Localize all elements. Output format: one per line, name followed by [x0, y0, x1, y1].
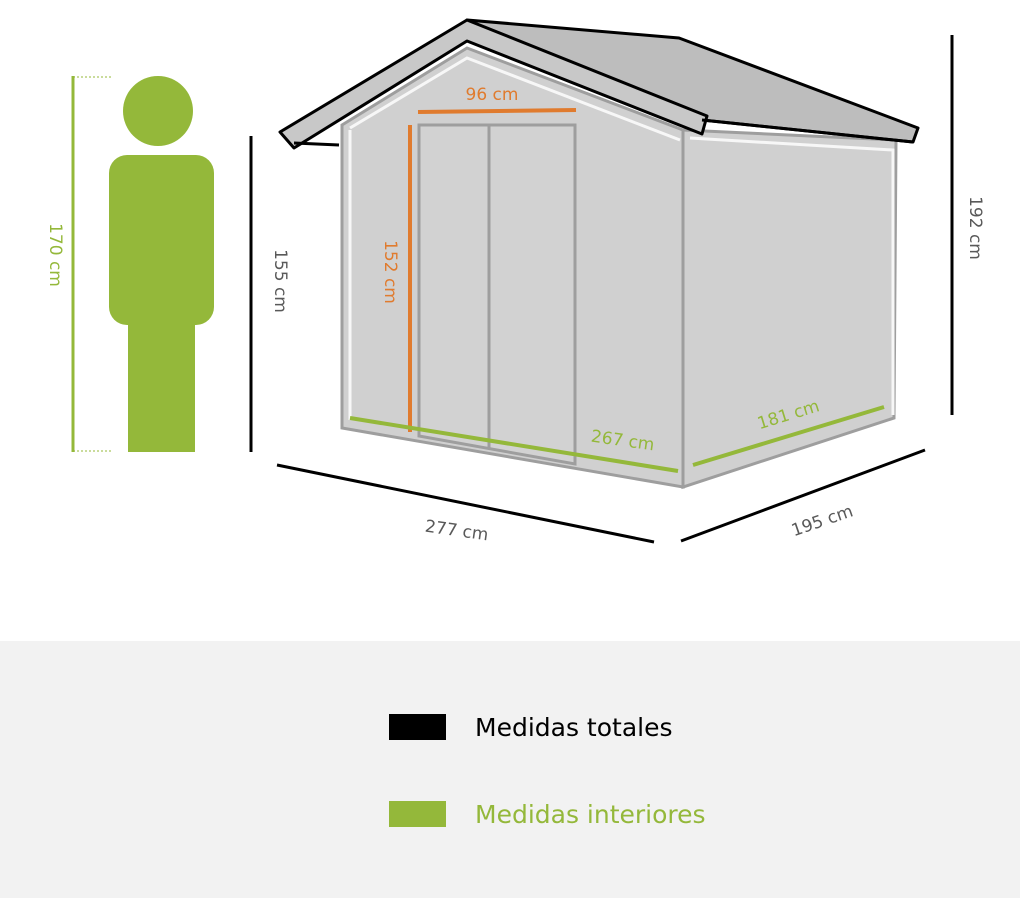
wall-height-label: 155 cm	[270, 249, 290, 313]
total-swatch	[389, 714, 446, 740]
total-depth-label: 195 cm	[789, 501, 856, 541]
total-width-line	[276, 463, 655, 544]
person-silhouette-icon	[109, 76, 214, 452]
interior-side-line	[692, 405, 885, 467]
shed-diagram: 170 cm 155 cm 96 cm 152 cm 192 cm 267 cm…	[45, 18, 985, 546]
total-height-label: 192 cm	[965, 196, 985, 260]
legend-item-total: Medidas totales	[389, 712, 673, 742]
shed-side-wall	[681, 128, 898, 490]
legend-item-interior: Medidas interiores	[389, 799, 706, 829]
legend-panel: Medidas totales Medidas interiores	[0, 641, 1020, 898]
total-width-label: 277 cm	[424, 517, 490, 546]
door-width-line	[417, 108, 577, 114]
door-width-label: 96 cm	[466, 85, 519, 105]
legend-interior-label: Medidas interiores	[475, 799, 706, 829]
shed-roof	[278, 18, 920, 150]
shed-door	[417, 123, 577, 466]
person-height-line	[71, 76, 113, 452]
total-depth-line	[680, 448, 926, 543]
interior-front-line	[349, 416, 679, 473]
person-height-label: 170 cm	[45, 223, 65, 287]
legend-total-label: Medidas totales	[475, 712, 673, 742]
interior-swatch	[389, 801, 446, 827]
door-height-label: 152 cm	[380, 240, 400, 304]
